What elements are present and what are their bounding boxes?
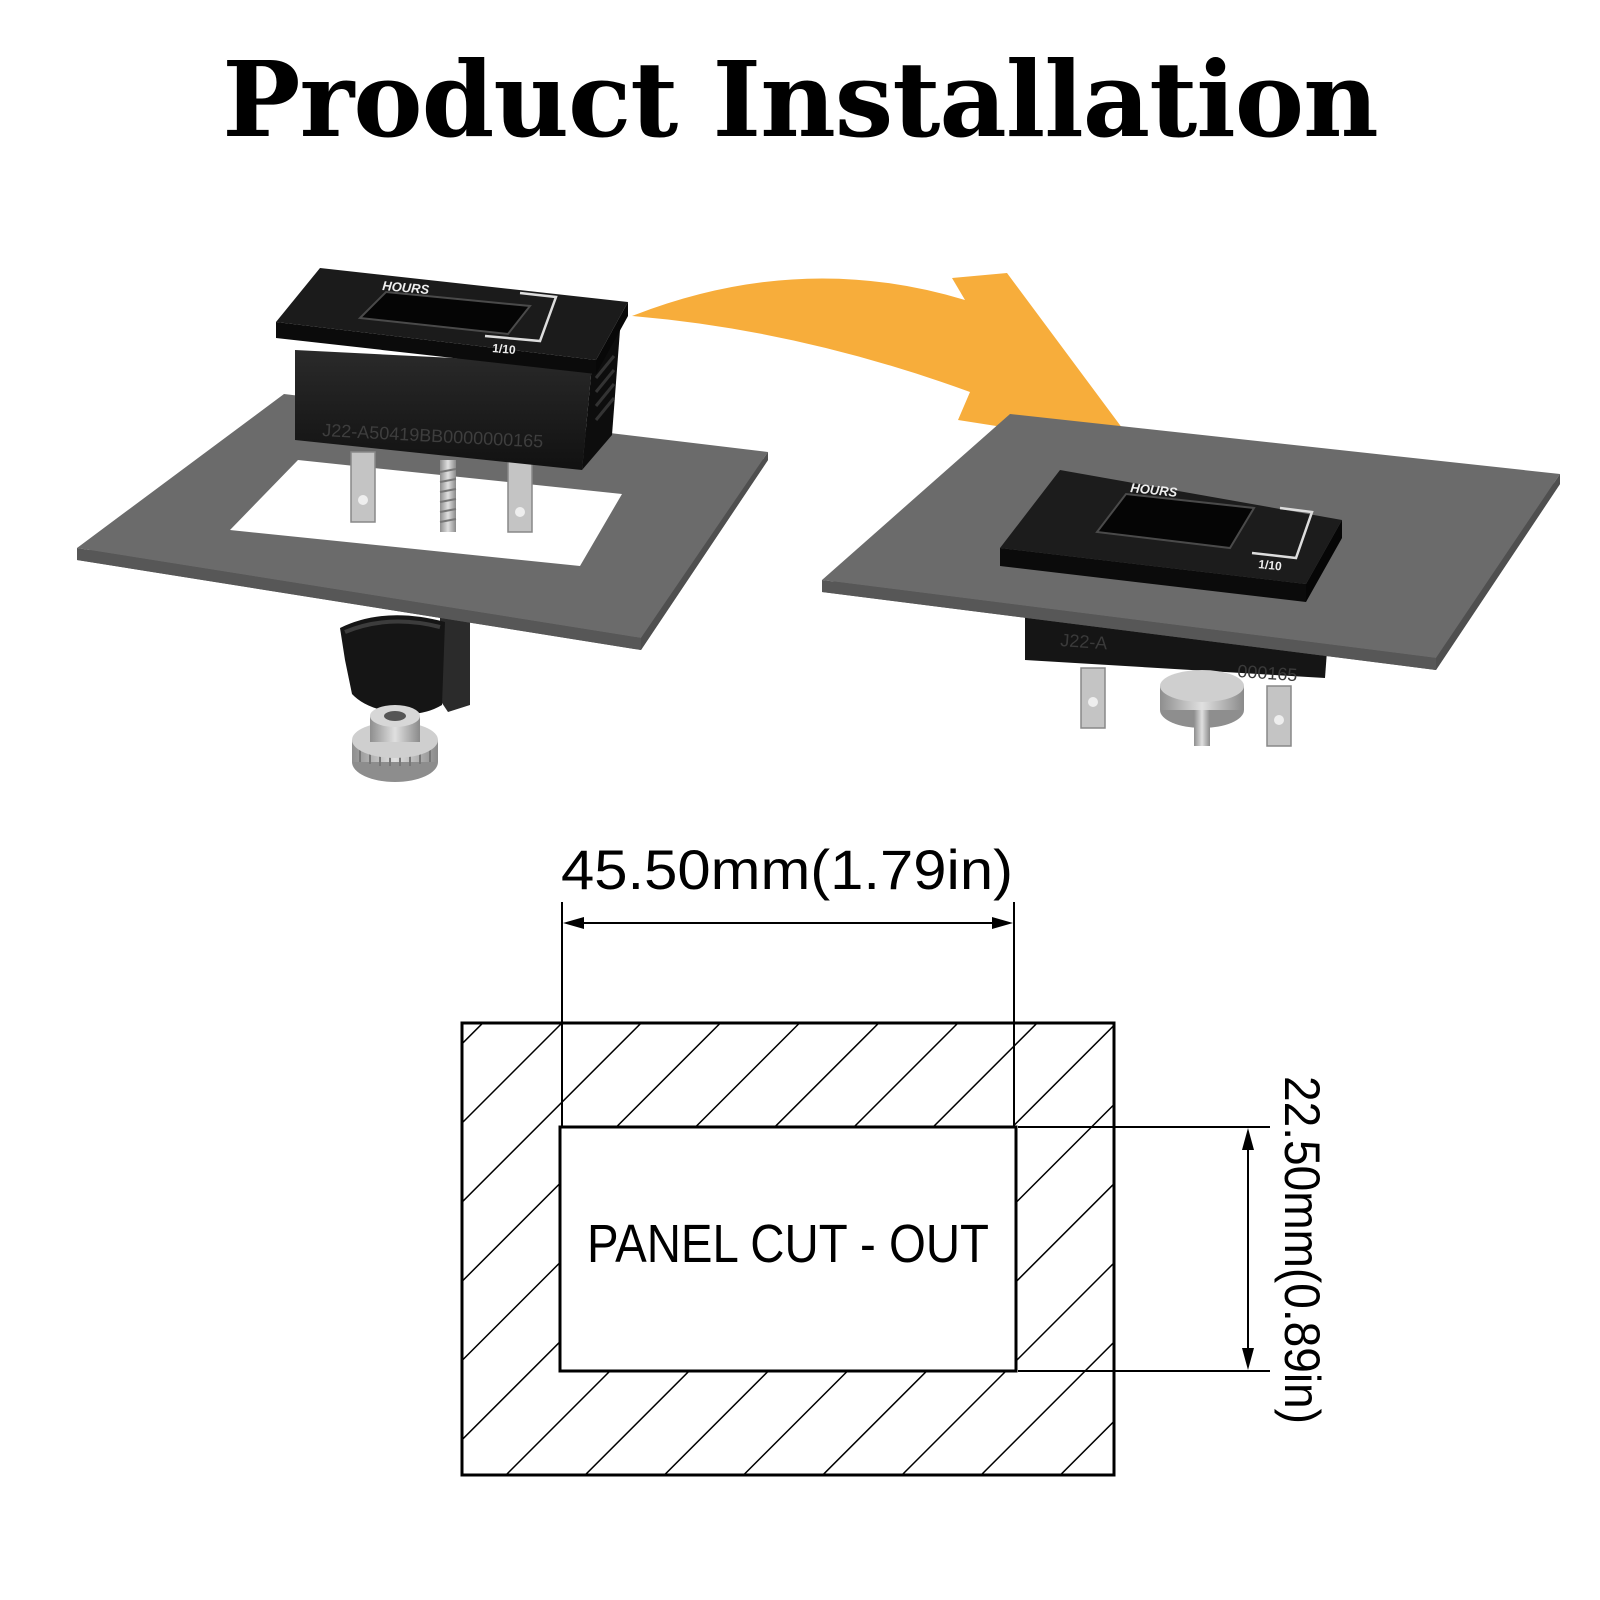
- height-dimension: 22.50mm(0.89in): [1018, 1076, 1330, 1424]
- hour-meter-right: HOURS 1/10: [1000, 470, 1342, 602]
- cutout-label: PANEL CUT - OUT: [587, 1214, 989, 1274]
- cutout-rectangle: [558, 1125, 1018, 1373]
- serial-number-partial-right: 000165: [1237, 661, 1298, 685]
- scale-label-right: 1/10: [1258, 557, 1283, 573]
- serial-number-partial-left: J22-A: [1060, 630, 1108, 653]
- cutout-diagram: PANEL CUT - OUT 45.50mm(1.79in) 22.50mm(…: [460, 838, 1330, 1477]
- width-dimension-label: 45.50mm(1.79in): [561, 838, 1013, 901]
- transition-arrow: [632, 273, 1137, 448]
- scale-label-left: 1/10: [492, 341, 517, 357]
- hours-label-left: HOURS: [382, 278, 430, 297]
- page-title: Product Installation: [222, 38, 1378, 161]
- hours-label-right: HOURS: [1130, 480, 1179, 500]
- terminals-left: [350, 451, 533, 533]
- width-dimension: 45.50mm(1.79in): [561, 838, 1015, 1127]
- hour-meter-left: J22-A50419BB0000000165 HOURS 1/10: [276, 268, 628, 470]
- after-installation-scene: J22-A 000165 HOURS 1/10: [822, 414, 1560, 747]
- mounting-bracket: [340, 612, 470, 714]
- knurled-nut: [352, 705, 438, 782]
- height-dimension-label: 22.50mm(0.89in): [1274, 1076, 1330, 1424]
- before-installation-scene: J22-A50419BB0000000165 HOURS 1/10: [77, 268, 768, 782]
